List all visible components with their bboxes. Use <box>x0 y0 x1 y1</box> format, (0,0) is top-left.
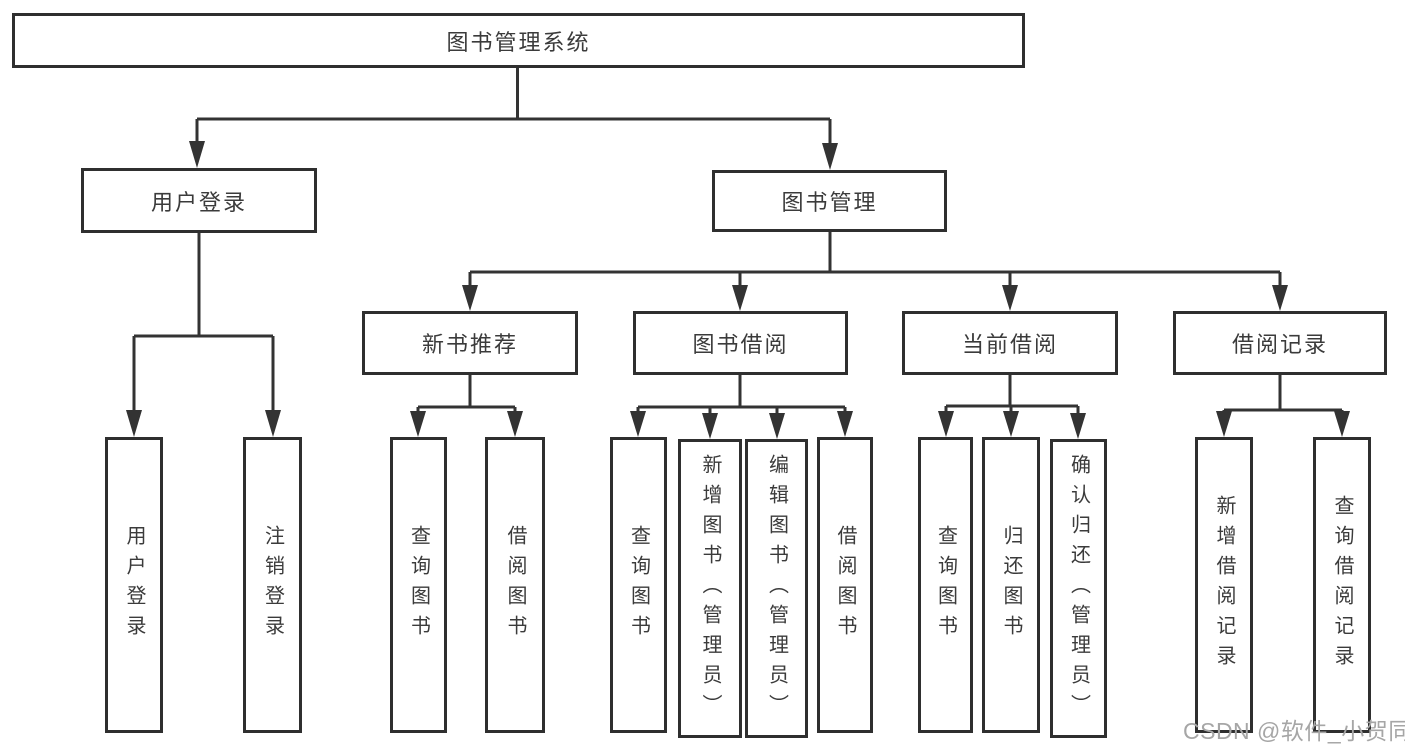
connector-root-to-level2 <box>189 68 838 170</box>
csdn-watermark: CSDN @软件_小贺同学 <box>1183 718 1405 744</box>
node-borrow-record: 借阅记录 <box>1173 311 1387 375</box>
leaf-cb-query-books: 查询图书 <box>918 437 973 733</box>
leaf-user-login: 用户登录 <box>105 437 163 733</box>
node-root-system: 图书管理系统 <box>12 13 1025 68</box>
connector-current-borrow-children <box>938 375 1086 439</box>
leaf-cb-return-books: 归还图书 <box>982 437 1040 733</box>
leaf-br-add-record: 新增借阅记录 <box>1195 437 1253 733</box>
leaf-logout: 注销登录 <box>243 437 302 733</box>
leaf-br-query-record: 查询借阅记录 <box>1313 437 1371 733</box>
leaf-bb-borrow-books: 借阅图书 <box>817 437 873 733</box>
node-book-management: 图书管理 <box>712 170 947 232</box>
connector-user-login-children <box>126 233 281 437</box>
leaf-bb-query-books: 查询图书 <box>610 437 667 733</box>
connector-borrow-record-children <box>1216 375 1350 437</box>
node-current-borrow: 当前借阅 <box>902 311 1118 375</box>
leaf-cb-confirm-return-admin: 确认归还（管理员） <box>1050 439 1107 738</box>
leaf-bb-edit-books-admin: 编辑图书（管理员） <box>745 439 808 738</box>
connector-book-borrow-children <box>630 375 853 439</box>
node-user-login: 用户登录 <box>81 168 317 233</box>
leaf-bb-add-books-admin: 新增图书（管理员） <box>678 439 742 738</box>
leaf-rec-query-books: 查询图书 <box>390 437 447 733</box>
leaf-rec-borrow-books: 借阅图书 <box>485 437 545 733</box>
node-book-borrow: 图书借阅 <box>633 311 848 375</box>
connector-new-book-rec-children <box>410 375 523 437</box>
connector-book-mgmt-children <box>462 232 1288 311</box>
node-new-book-recommend: 新书推荐 <box>362 311 578 375</box>
